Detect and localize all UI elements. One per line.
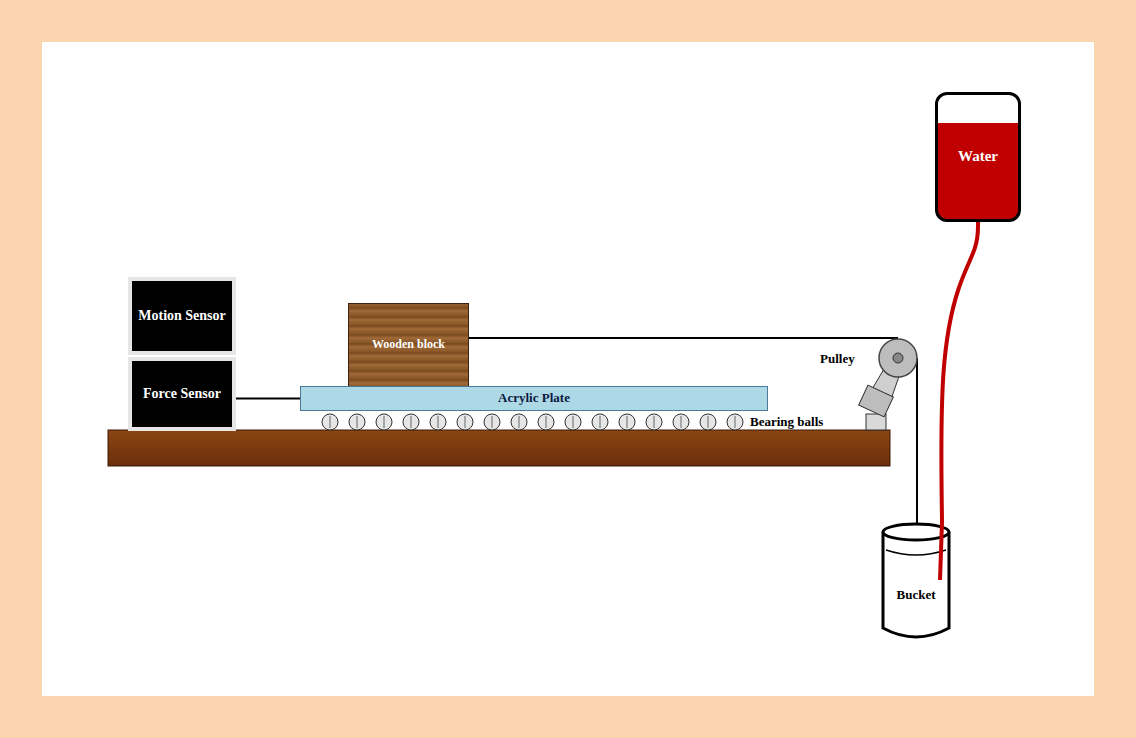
node-label: Bucket <box>880 588 952 603</box>
bearing-ball <box>727 414 743 430</box>
string-line <box>916 358 918 524</box>
node-label: Wooden block <box>368 336 449 354</box>
sensor-box: Motion Sensor <box>128 277 236 355</box>
bearing-ball <box>700 414 716 430</box>
bearing-ball <box>646 414 662 430</box>
acrylic-plate: Acrylic Plate <box>300 386 768 411</box>
bearing-ball <box>349 414 365 430</box>
bucket-outline <box>880 520 952 642</box>
bearing-ball <box>484 414 500 430</box>
water-tube <box>941 222 978 522</box>
string-line <box>236 398 300 400</box>
bearing-ball <box>565 414 581 430</box>
node-label: Pulley <box>820 352 855 367</box>
bearing-ball <box>457 414 473 430</box>
string-line <box>469 337 898 339</box>
node-label: Water <box>958 148 998 165</box>
pulley: Pulley <box>818 338 918 380</box>
bearing-ball <box>430 414 446 430</box>
bearing-ball <box>673 414 689 430</box>
bearing-ball <box>538 414 554 430</box>
bearing-ball <box>619 414 635 430</box>
bearing-ball <box>376 414 392 430</box>
bucket: Bucket <box>880 520 952 642</box>
node-label: Acrylic Plate <box>498 391 570 406</box>
part-label: Bearing balls <box>750 414 823 430</box>
wooden-block: Wooden block <box>348 303 469 387</box>
bearing-ball <box>322 414 338 430</box>
bearing-balls <box>322 414 743 430</box>
table-top <box>108 430 890 466</box>
water-container: Water <box>935 92 1021 222</box>
node-label: Force Sensor <box>139 382 225 406</box>
bearing-ball <box>403 414 419 430</box>
sensor-box: Force Sensor <box>128 357 236 431</box>
bearing-ball <box>511 414 527 430</box>
node-label: Motion Sensor <box>134 304 230 328</box>
bearing-ball <box>592 414 608 430</box>
